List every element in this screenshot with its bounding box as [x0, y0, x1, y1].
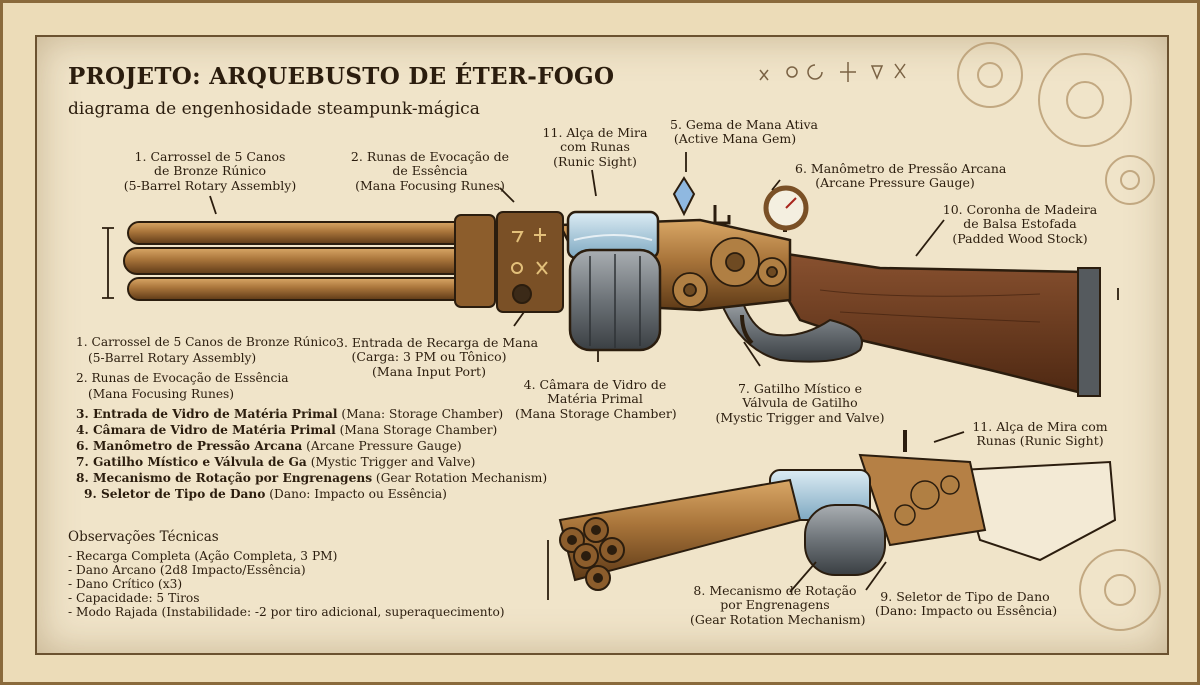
mana-gem-icon	[672, 176, 696, 217]
technical-notes: Observações Técnicas - Recarga Completa …	[68, 529, 505, 619]
runic-sight	[713, 205, 731, 225]
callout-damage-selector: 9. Seletor de Tipo de Dano(Dano: Impacto…	[875, 589, 1058, 619]
technical-notes-heading: Observações Técnicas	[68, 529, 219, 545]
legend-item: 8. Mecanismo de Rotação por Engrenagens …	[76, 471, 548, 486]
legend-item: 6. Manômetro de Pressão Arcana (Arcane P…	[76, 439, 462, 454]
gear-decoration-icon	[957, 42, 1161, 631]
secondary-weapon	[558, 430, 1117, 591]
page-subtitle: diagrama de engenhosidade steampunk-mági…	[68, 99, 480, 119]
page-title: PROJETO: ARQUEBUSTO DE ÉTER-FOGO	[68, 63, 615, 90]
rune-symbols-icon	[759, 62, 906, 82]
mana-input-port	[512, 284, 532, 304]
note-item: - Dano Arcano (2d8 Impacto/Essência)	[68, 562, 306, 577]
receiver-gears-icon	[672, 237, 787, 308]
note-item: - Modo Rajada (Instabilidade: -2 por tir…	[68, 604, 505, 619]
wood-stock	[757, 248, 1092, 397]
callout-mana-gem: 5. Gema de Mana Ativa(Active Mana Gem)	[670, 117, 819, 147]
legend-item: 3. Entrada de Vidro de Matéria Primal (M…	[76, 407, 504, 422]
callout-pressure-gauge: 6. Manômetro de Pressão Arcana(Arcane Pr…	[795, 161, 1007, 191]
mana-focusing-runes	[496, 211, 564, 313]
parts-legend: 1. Carrossel de 5 Canos de Bronze Rúnico…	[76, 335, 547, 503]
legend-item: 7. Gatilho Místico e Válvula de Ga (Myst…	[76, 455, 476, 470]
legend-item-sub: (Mana Focusing Runes)	[88, 387, 235, 402]
butt-plate	[1077, 267, 1101, 397]
trigger	[740, 314, 754, 345]
legend-item: 1. Carrossel de 5 Canos de Bronze Rúnico	[76, 335, 337, 349]
legend-item: 9. Seletor de Tipo de Dano (Dano: Impact…	[84, 487, 447, 502]
note-item: - Recarga Completa (Ação Completa, 3 PM)	[68, 548, 338, 563]
note-item: - Dano Crítico (x3)	[68, 576, 183, 591]
barrel-assembly	[123, 214, 499, 308]
callout-mana-input-port: 3. Entrada de Recarga de Mana(Carga: 3 P…	[336, 335, 539, 379]
legend-item: 4. Câmara de Vidro de Matéria Primal (Ma…	[76, 423, 498, 438]
legend-item-sub: (5-Barrel Rotary Assembly)	[88, 351, 257, 366]
main-weapon	[123, 176, 1101, 397]
callout-arrows	[102, 152, 1119, 600]
legend-item: 2. Runas de Evocação de Essência	[76, 371, 289, 386]
trigger-lever	[718, 292, 863, 363]
note-item: - Capacidade: 5 Tiros	[68, 590, 200, 605]
